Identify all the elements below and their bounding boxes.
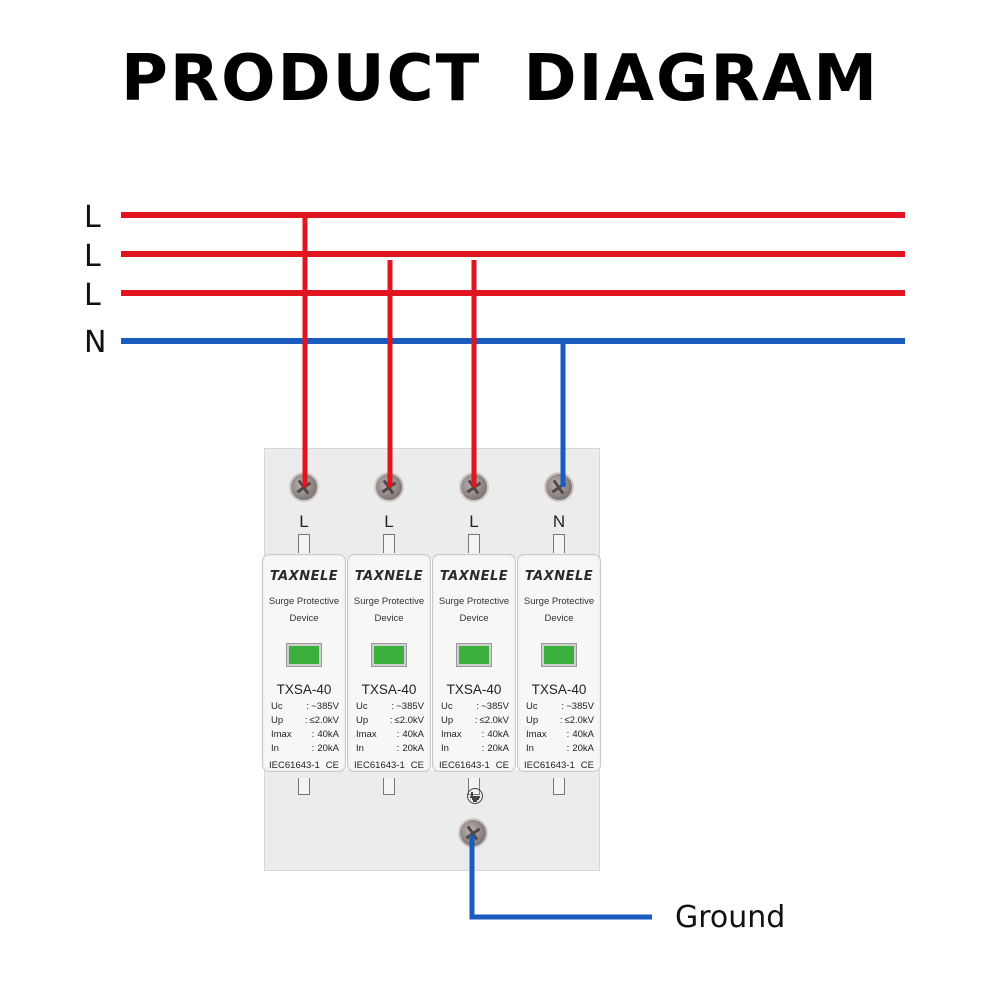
model-number: TXSA-40 <box>361 682 417 697</box>
spec-row: Imax:40kA <box>441 729 509 740</box>
line-label-l1: L <box>84 200 101 235</box>
brand-logo: TAXNELE <box>524 569 594 584</box>
spec-row: Up:≤2.0kV <box>356 715 424 726</box>
module-description: Surge Protective <box>268 596 340 607</box>
bottom-tab <box>383 778 395 795</box>
terminal-tab <box>383 534 395 553</box>
device-bottom-terminal-block <box>264 770 600 871</box>
terminal-label: N <box>552 512 566 531</box>
ground-wire <box>469 835 652 920</box>
terminal-label: L <box>469 512 479 531</box>
status-indicator-window <box>456 643 492 667</box>
spec-row: Uc:~385V <box>356 701 424 712</box>
spec-row: Imax:40kA <box>271 729 339 740</box>
model-number: TXSA-40 <box>531 682 587 697</box>
status-indicator-window <box>286 643 322 667</box>
spec-row: Imax:40kA <box>356 729 424 740</box>
spd-module-2: TAXNELE Surge Protective Device TXSA-40 … <box>347 554 431 772</box>
ground-icon <box>467 788 483 804</box>
module-description: Surge Protective <box>523 596 595 607</box>
page-title: PRODUCT DIAGRAM <box>120 42 880 116</box>
model-number: TXSA-40 <box>446 682 502 697</box>
model-number: TXSA-40 <box>276 682 332 697</box>
spec-row: In:20kA <box>271 743 339 754</box>
ce-mark: CE <box>495 760 509 771</box>
spec-row: Imax:40kA <box>526 729 594 740</box>
terminal-tab <box>468 534 480 553</box>
ce-mark: CE <box>580 760 594 771</box>
spec-row: Uc:~385V <box>526 701 594 712</box>
spec-row: In:20kA <box>441 743 509 754</box>
module-description: Device <box>374 613 404 624</box>
spd-module-4: TAXNELE Surge Protective Device TXSA-40 … <box>517 554 601 772</box>
bottom-tab <box>298 778 310 795</box>
spec-list: Uc:~385V Up:≤2.0kV Imax:40kA In:20kA <box>526 700 594 756</box>
spec-row: Up:≤2.0kV <box>526 715 594 726</box>
spec-row: Up:≤2.0kV <box>441 715 509 726</box>
status-indicator-window <box>541 643 577 667</box>
ce-mark: CE <box>410 760 424 771</box>
spec-row: Up:≤2.0kV <box>271 715 339 726</box>
module-description: Device <box>459 613 489 624</box>
ce-mark: CE <box>325 760 339 771</box>
spec-list: Uc:~385V Up:≤2.0kV Imax:40kA In:20kA <box>441 700 509 756</box>
spec-row: In:20kA <box>356 743 424 754</box>
module-description: Device <box>289 613 319 624</box>
spec-list: Uc:~385V Up:≤2.0kV Imax:40kA In:20kA <box>356 700 424 756</box>
module-description: Surge Protective <box>438 596 510 607</box>
spec-row: Uc:~385V <box>441 701 509 712</box>
terminal-label: L <box>299 512 309 531</box>
terminal-screw-icon <box>544 472 574 502</box>
spec-row: In:20kA <box>526 743 594 754</box>
spec-list: Uc:~385V Up:≤2.0kV Imax:40kA In:20kA <box>271 700 339 756</box>
module-description: Device <box>544 613 574 624</box>
surge-protective-device: L L L N TAXNELE Surge Protective Device … <box>262 448 601 871</box>
bottom-tab <box>553 778 565 795</box>
terminal-tab <box>553 534 565 553</box>
brand-logo: TAXNELE <box>439 569 509 584</box>
device-top-terminal-block <box>264 448 600 559</box>
line-label-l3: L <box>84 278 101 313</box>
spd-module-3: TAXNELE Surge Protective Device TXSA-40 … <box>432 554 516 772</box>
terminal-tab <box>298 534 310 553</box>
line-label-n: N <box>84 325 107 360</box>
module-description: Surge Protective <box>353 596 425 607</box>
spd-module-1: TAXNELE Surge Protective Device TXSA-40 … <box>262 554 346 772</box>
line-label-l2: L <box>84 239 101 274</box>
spec-row: Uc:~385V <box>271 701 339 712</box>
ground-label: Ground <box>675 900 786 935</box>
status-indicator-window <box>371 643 407 667</box>
terminal-label: L <box>384 512 394 531</box>
brand-logo: TAXNELE <box>354 569 424 584</box>
brand-logo: TAXNELE <box>269 569 339 584</box>
